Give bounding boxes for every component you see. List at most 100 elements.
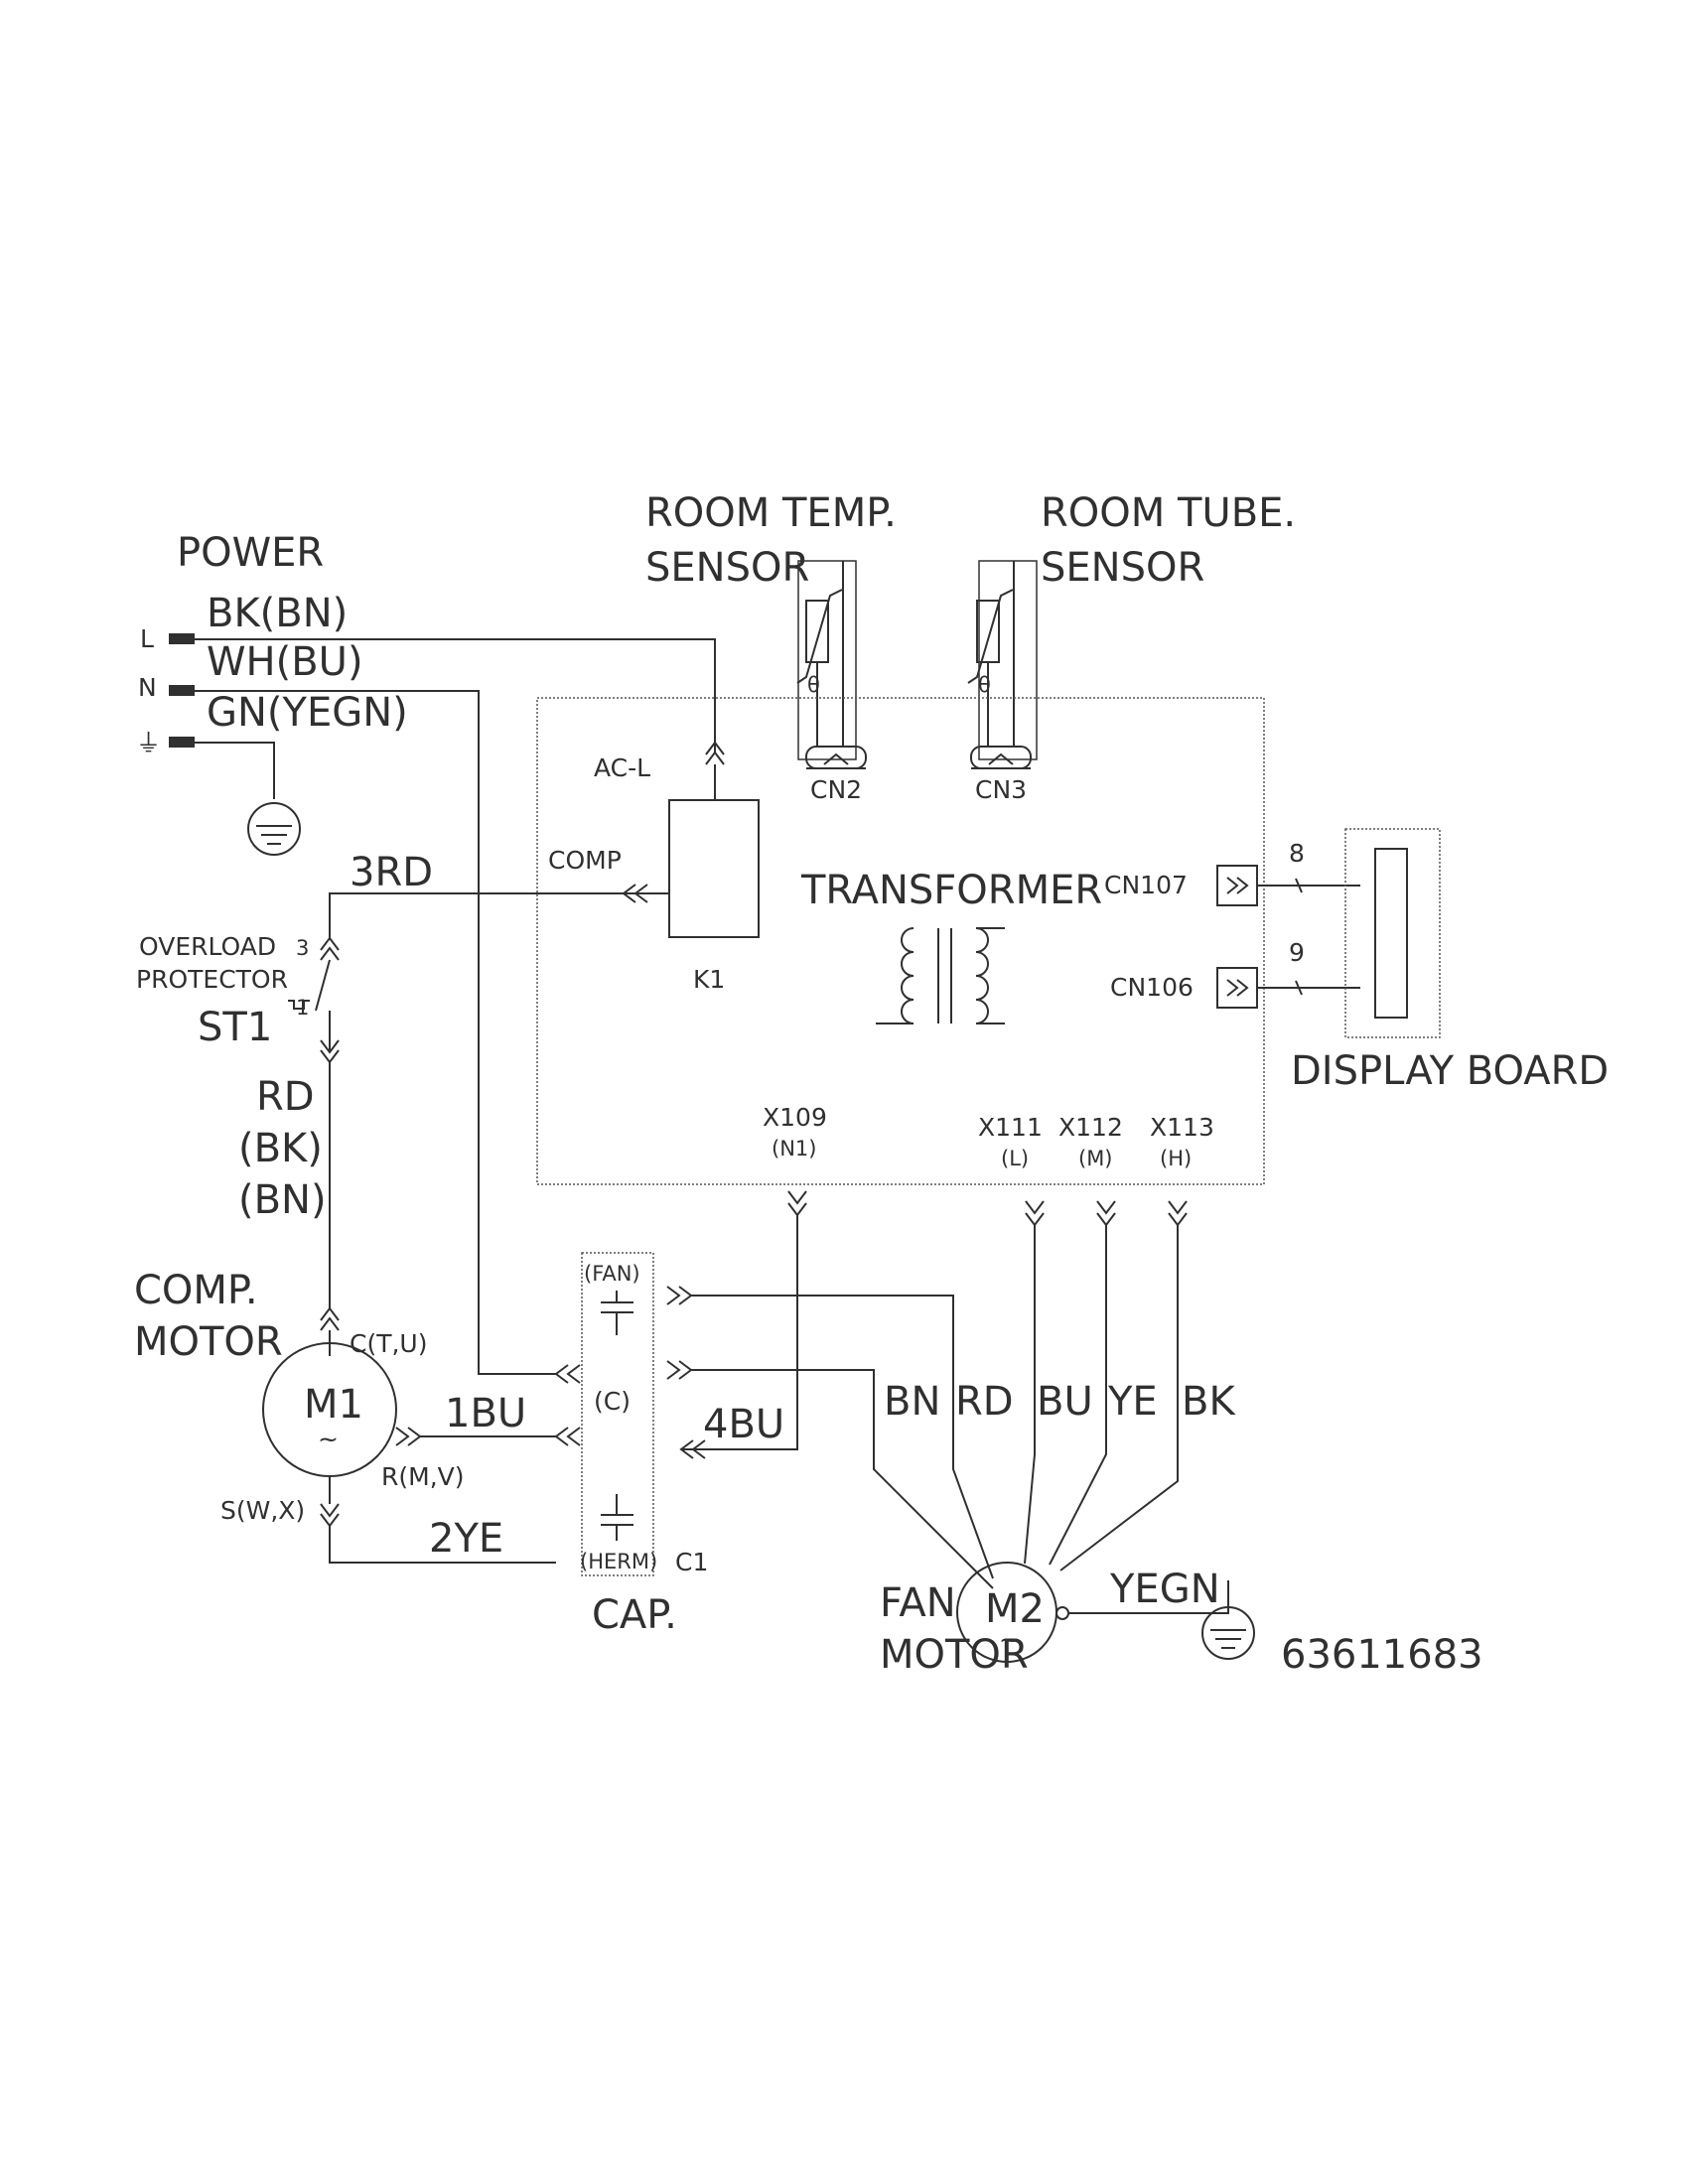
fan-title-2: MOTOR xyxy=(880,1632,1029,1678)
comp-pin-r: R(M,V) xyxy=(381,1462,465,1491)
comp-pin-s: S(W,X) xyxy=(220,1496,305,1525)
m1-tilde: ~ xyxy=(318,1425,339,1453)
cap-label: CAP. xyxy=(592,1592,677,1638)
fan-ground-symbol xyxy=(1201,1606,1255,1660)
x111-sub: (L) xyxy=(1001,1147,1029,1170)
fan-lead-bn: BN xyxy=(884,1379,940,1425)
x111-label: X111 xyxy=(978,1113,1043,1142)
transformer-label: TRANSFORMER xyxy=(800,868,1102,913)
arrow-ac-l-2 xyxy=(705,751,725,765)
arrow-n-cap-2 xyxy=(566,1364,581,1384)
capacitor-c1 xyxy=(581,1252,654,1576)
cn107-wire-count: 8 xyxy=(1289,839,1305,868)
ac-l-label: AC-L xyxy=(594,753,650,782)
cn3-label: CN3 xyxy=(975,775,1027,804)
cn106-wire-count: 9 xyxy=(1289,938,1305,967)
arrow-n-cap-1 xyxy=(554,1364,569,1384)
x113-label: X113 xyxy=(1150,1113,1214,1142)
temp-sensor-outline xyxy=(797,560,857,760)
wire-label-1bu: 1BU xyxy=(445,1391,526,1436)
cn2-label: CN2 xyxy=(810,775,862,804)
ground-symbol xyxy=(247,802,301,856)
temp-sensor-title-2: SENSOR xyxy=(645,545,809,591)
comp-title-2: MOTOR xyxy=(134,1319,283,1365)
control-board xyxy=(536,697,1265,1185)
arrow-ac-l xyxy=(705,741,725,755)
tube-sensor-title: ROOM TUBE. xyxy=(1041,490,1296,536)
wire-ground xyxy=(195,742,275,799)
cap-fan-label: (FAN) xyxy=(584,1262,640,1286)
cn107-label: CN107 xyxy=(1104,871,1188,899)
wire-x111-bu xyxy=(1024,1225,1036,1565)
wire-3rd xyxy=(329,892,624,938)
wire-label-bn: (BN) xyxy=(238,1177,327,1223)
m1-symbol: M1 xyxy=(304,1382,363,1428)
cap-common-label: (C) xyxy=(594,1387,631,1416)
tube-thermistor xyxy=(976,600,1000,663)
temp-thermistor-slash xyxy=(796,589,843,684)
transformer-symbol xyxy=(876,927,1005,1024)
tube-thermistor-slash xyxy=(967,589,1014,684)
temp-thermistor xyxy=(805,600,829,663)
wire-label-2ye: 2YE xyxy=(429,1516,503,1562)
x112-sub: (M) xyxy=(1078,1147,1113,1170)
m2-symbol: M2 xyxy=(985,1586,1045,1632)
wire-cap-c-bn xyxy=(691,1369,994,1589)
cap-id: C1 xyxy=(675,1548,708,1576)
relay-k1 xyxy=(668,799,760,938)
wire-x109-4bu xyxy=(681,1215,798,1450)
wire-label-4bu: 4BU xyxy=(703,1402,784,1447)
wire-l xyxy=(195,638,716,752)
x109-sub: (N1) xyxy=(772,1137,816,1160)
wire-label-wh-bu: WH(BU) xyxy=(207,639,363,685)
comp-title: COMP. xyxy=(134,1268,258,1313)
cap-herm-label: (HERM) xyxy=(580,1550,657,1573)
power-label-ground: ⏚ xyxy=(136,729,161,757)
display-panel xyxy=(1374,848,1408,1019)
overload-title-2: PROTECTOR xyxy=(136,965,288,994)
fan-lead-bk: BK xyxy=(1182,1379,1236,1425)
overload-switch xyxy=(315,959,331,1012)
power-title: POWER xyxy=(177,530,324,576)
comp-pin-c: C(T,U) xyxy=(350,1329,427,1358)
wire-label-3rd: 3RD xyxy=(350,850,433,895)
power-label-n: N xyxy=(138,673,157,702)
comp-label: COMP xyxy=(548,846,622,875)
cn2-connector xyxy=(805,746,867,769)
terminal-l xyxy=(169,633,195,644)
terminal-n xyxy=(169,685,195,696)
overload-id: ST1 xyxy=(198,1005,272,1050)
wire-fan-ground xyxy=(1068,1580,1229,1614)
fan-ground-wire-label: YEGN xyxy=(1109,1567,1220,1612)
part-number: 63611683 xyxy=(1281,1632,1483,1678)
cn106-label: CN106 xyxy=(1110,973,1194,1002)
wire-x112-ye xyxy=(1049,1225,1107,1566)
cn3-connector xyxy=(970,746,1032,769)
m2-tilde: ~ xyxy=(999,1625,1020,1654)
tube-sensor-title-2: SENSOR xyxy=(1041,545,1204,591)
fan-title: FAN xyxy=(880,1580,956,1626)
wire-cap-fan-rd xyxy=(691,1295,994,1579)
overload-pin-3: 3 xyxy=(296,936,309,960)
x109-label: X109 xyxy=(763,1103,827,1132)
relay-k1-label: K1 xyxy=(693,965,725,994)
fan-lead-rd: RD xyxy=(955,1379,1014,1425)
wire-x113-bk xyxy=(1059,1225,1179,1571)
wire-label-gn-yegn: GN(YEGN) xyxy=(207,690,408,736)
display-board-label: DISPLAY BOARD xyxy=(1291,1048,1609,1094)
power-label-l: L xyxy=(140,624,154,653)
overload-title: OVERLOAD xyxy=(139,932,276,961)
display-board xyxy=(1344,828,1441,1038)
fan-lead-ye: YE xyxy=(1107,1379,1158,1425)
terminal-ground xyxy=(169,737,195,748)
wire-label-bk: (BK) xyxy=(238,1126,323,1171)
x112-label: X112 xyxy=(1058,1113,1123,1142)
fan-lead-bu: BU xyxy=(1037,1379,1093,1425)
wire-label-bk-bn: BK(BN) xyxy=(207,591,348,636)
terminal-arrows xyxy=(787,1190,1188,1227)
wire-label-rd: RD xyxy=(256,1074,315,1120)
x113-sub: (H) xyxy=(1160,1147,1192,1170)
temp-sensor-title: ROOM TEMP. xyxy=(645,490,897,536)
wire-n xyxy=(195,690,556,1375)
